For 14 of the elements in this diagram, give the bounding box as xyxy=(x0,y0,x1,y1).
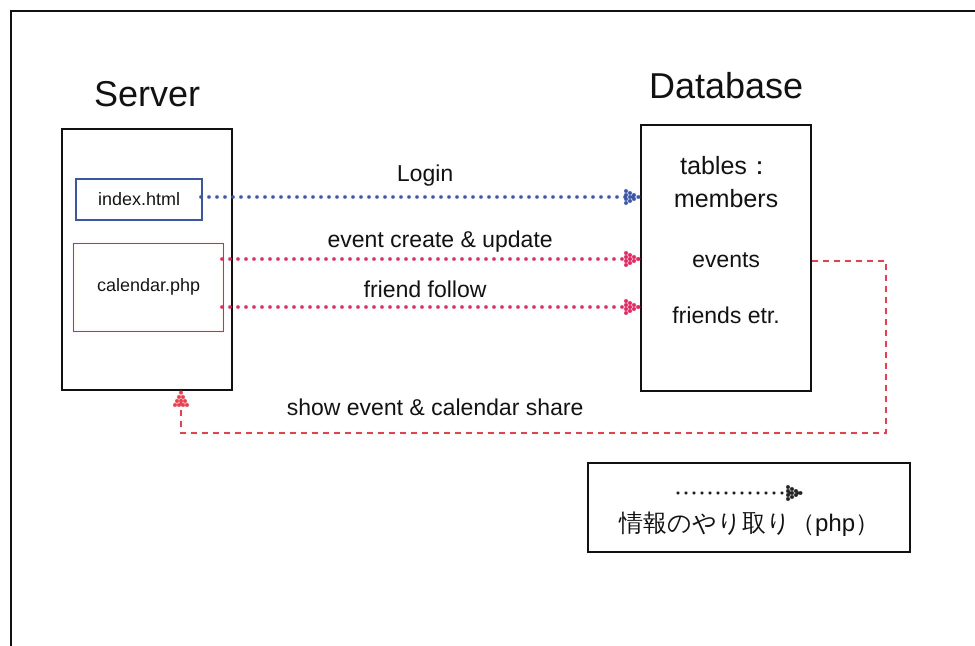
node-text: index.html xyxy=(96,189,182,211)
file-box xyxy=(73,243,224,332)
node-text: tables： members xyxy=(672,151,780,215)
node-text: events xyxy=(691,246,761,274)
legend-text: 情報のやり取り（php） xyxy=(619,509,880,539)
heading: Server xyxy=(94,72,200,116)
arrow xyxy=(199,189,642,205)
arrow xyxy=(220,251,642,267)
node-text: friends etr. xyxy=(671,301,781,330)
arrow xyxy=(173,260,887,434)
arrow xyxy=(220,299,642,315)
file-box xyxy=(75,178,203,221)
heading: Database xyxy=(648,64,804,108)
node-text: calendar.php xyxy=(96,275,202,297)
